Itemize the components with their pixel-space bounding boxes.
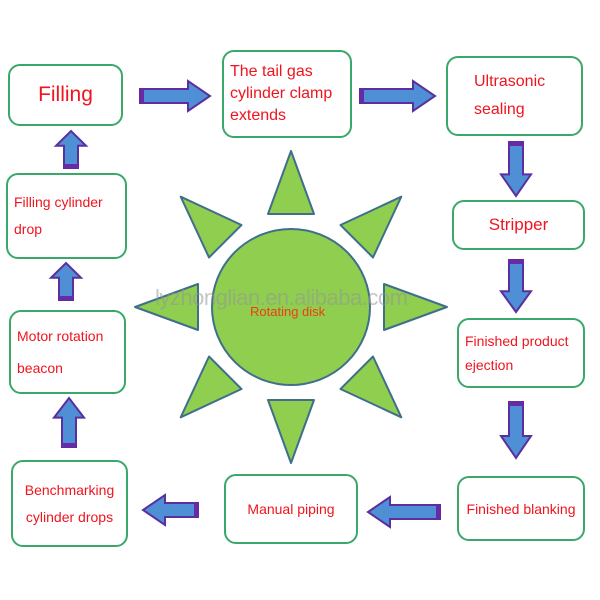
step-box-motor: Motor rotation beacon	[9, 310, 126, 394]
step-label: Motor rotation beacon	[17, 328, 104, 376]
flow-arrow-down	[499, 401, 533, 460]
watermark: lyzhonglian.en.alibaba.com	[155, 285, 408, 310]
arrow-tail-cap	[59, 296, 73, 300]
sun-ray-triangle	[134, 283, 199, 331]
flow-arrow-left	[141, 493, 199, 527]
step-box-filling: Filling	[8, 64, 123, 126]
rotating-disk-graphic	[134, 150, 448, 464]
arrow-tail-cap	[509, 260, 523, 264]
step-label: Stripper	[488, 215, 549, 234]
step-label: Benchmarking cylinder drops	[24, 481, 115, 525]
arrow-tail-cap	[194, 503, 198, 517]
arrow-tail-cap	[360, 89, 364, 103]
sun-ray-triangle	[267, 150, 315, 215]
step-box-benchmarking: Benchmarking cylinder drops	[11, 460, 128, 547]
sun-ray-triangle	[383, 283, 448, 331]
step-label: Finished blanking	[466, 500, 576, 517]
sun-ray-triangle	[179, 355, 243, 419]
step-label: Ultrasonic sealing	[474, 73, 546, 118]
flow-arrows	[48, 79, 533, 529]
arrow-tail-cap	[62, 443, 76, 447]
step-box-ultrasonic: Ultrasonic sealing	[446, 56, 583, 136]
arrow-down-icon	[499, 259, 533, 314]
flow-arrow-down	[499, 141, 533, 198]
step-label: Finished product ejection	[465, 333, 569, 373]
arrow-left-icon	[141, 493, 199, 527]
arrow-up-icon	[48, 261, 84, 301]
arrow-down-icon	[499, 401, 533, 460]
step-box-tail-gas: The tail gas cylinder clamp extends	[222, 50, 352, 138]
arrow-tail-cap	[509, 402, 523, 406]
arrow-tail-cap	[140, 89, 144, 103]
flow-arrow-right	[359, 79, 437, 113]
arrow-right-icon	[359, 79, 437, 113]
sun-ray-triangle	[339, 355, 403, 419]
flow-arrow-right	[139, 79, 212, 113]
arrow-tail-cap	[64, 164, 78, 168]
arrow-up-icon	[51, 396, 87, 448]
flow-arrow-up	[53, 129, 89, 169]
step-box-manual-piping: Manual piping	[224, 474, 358, 544]
sun-ray-triangle	[179, 195, 243, 259]
step-box-blanking: Finished blanking	[457, 476, 585, 541]
sun-ray-triangle	[339, 195, 403, 259]
flow-arrow-up	[48, 261, 84, 301]
step-box-ejection: Finished product ejection	[457, 318, 585, 388]
arrow-tail-cap	[509, 142, 523, 146]
sun-ray-triangle	[267, 399, 315, 464]
arrow-tail-cap	[436, 505, 440, 519]
flow-arrow-left	[366, 495, 441, 529]
arrow-down-icon	[499, 141, 533, 198]
arrow-right-icon	[139, 79, 212, 113]
step-box-stripper: Stripper	[452, 200, 585, 250]
arrow-up-icon	[53, 129, 89, 169]
flow-arrow-down	[499, 259, 533, 314]
step-label: Filling	[38, 83, 93, 106]
rotating-disk-circle	[211, 228, 371, 386]
rotating-disk-label: Rotating disk	[250, 304, 326, 319]
step-box-filling-drop: Filling cylinder drop	[6, 173, 127, 259]
flow-arrow-up	[51, 396, 87, 448]
step-label: Manual piping	[247, 501, 335, 517]
step-label: Filling cylinder drop	[14, 194, 103, 237]
step-label: The tail gas cylinder clamp extends	[230, 63, 333, 124]
arrow-left-icon	[366, 495, 441, 529]
